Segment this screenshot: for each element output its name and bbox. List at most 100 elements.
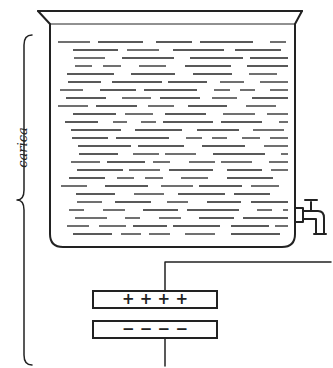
water-line [197, 129, 239, 130]
water-line [68, 81, 101, 82]
water-line [77, 169, 123, 170]
water-line [138, 145, 184, 146]
water-line [281, 153, 288, 154]
water-line [78, 145, 131, 146]
water-line [199, 217, 234, 218]
water-line [122, 97, 151, 98]
water-line [227, 177, 273, 178]
water-line [264, 145, 288, 146]
water-line [270, 41, 286, 42]
water-line [173, 49, 224, 50]
faucet-spout [303, 211, 326, 234]
water-line [72, 137, 108, 138]
water-line [267, 113, 288, 114]
water-line [58, 41, 90, 42]
water-line [231, 233, 280, 234]
water-line [165, 153, 196, 154]
water-line [103, 65, 121, 66]
water-line [66, 97, 106, 98]
water-line [113, 121, 127, 122]
water-line [231, 225, 269, 226]
water-line [115, 201, 151, 202]
water-line [67, 73, 114, 74]
water-line [125, 113, 153, 114]
water-line [165, 113, 206, 114]
water-line [250, 57, 288, 58]
water-line [240, 89, 255, 90]
water-line [100, 89, 136, 90]
water-line [105, 185, 148, 186]
water-line [75, 217, 107, 218]
water-line [181, 177, 208, 178]
water-line [99, 225, 126, 226]
water-line [131, 73, 175, 74]
water-line [212, 97, 237, 98]
water-line [117, 177, 134, 178]
water-line [160, 97, 200, 98]
tank-rim [38, 10, 302, 12]
water-line [189, 161, 215, 162]
faucet-base [295, 208, 303, 222]
water-line [187, 209, 239, 210]
water-line [112, 81, 162, 82]
water-line [75, 65, 92, 66]
water-line [253, 129, 284, 130]
tank-inner-rim [50, 24, 295, 25]
water-line [221, 121, 262, 122]
water-line [161, 185, 193, 186]
water-line [247, 65, 288, 66]
water-line [252, 97, 288, 98]
water-line [283, 209, 288, 210]
water-line [279, 121, 288, 122]
water-line [260, 81, 288, 82]
water-line [168, 81, 207, 82]
water-line [186, 137, 202, 138]
water-line [199, 185, 242, 186]
water-line [145, 177, 163, 178]
water-line [58, 105, 88, 106]
water-line [135, 129, 182, 130]
water-line [193, 73, 232, 74]
water-line [77, 201, 102, 202]
water-line [79, 153, 118, 154]
water-line [188, 105, 227, 106]
water-line [223, 113, 255, 114]
water-line [73, 49, 118, 50]
water-line [143, 209, 178, 210]
water-line [148, 105, 174, 106]
water-line [200, 41, 253, 42]
water-line [207, 201, 241, 202]
water-line [141, 121, 156, 122]
brace-label: carica [14, 127, 29, 167]
tank-body [38, 11, 302, 247]
water-line [246, 105, 276, 106]
water-line [270, 89, 288, 90]
water-line [76, 193, 115, 194]
water-line [122, 57, 174, 58]
water-line [178, 193, 225, 194]
water-line [167, 201, 188, 202]
water-line [73, 113, 116, 114]
water-line [270, 137, 288, 138]
water-line [185, 233, 215, 234]
water-line [212, 137, 227, 138]
water-line [163, 121, 213, 122]
water-line [107, 161, 145, 162]
water-line [133, 153, 159, 154]
water-line [251, 201, 288, 202]
water-line [169, 169, 213, 170]
water-line [251, 185, 279, 186]
water-line [213, 153, 265, 154]
water-line [173, 225, 220, 226]
water-line [96, 105, 137, 106]
water-line [234, 193, 270, 194]
wire [164, 338, 166, 366]
capacitor-plate: − − − − [92, 320, 218, 339]
water-line [69, 177, 105, 178]
brace [17, 35, 32, 365]
water-line [71, 161, 100, 162]
water-line [139, 65, 166, 66]
water-line [153, 161, 170, 162]
water-line [144, 89, 197, 90]
water-line [71, 129, 121, 130]
